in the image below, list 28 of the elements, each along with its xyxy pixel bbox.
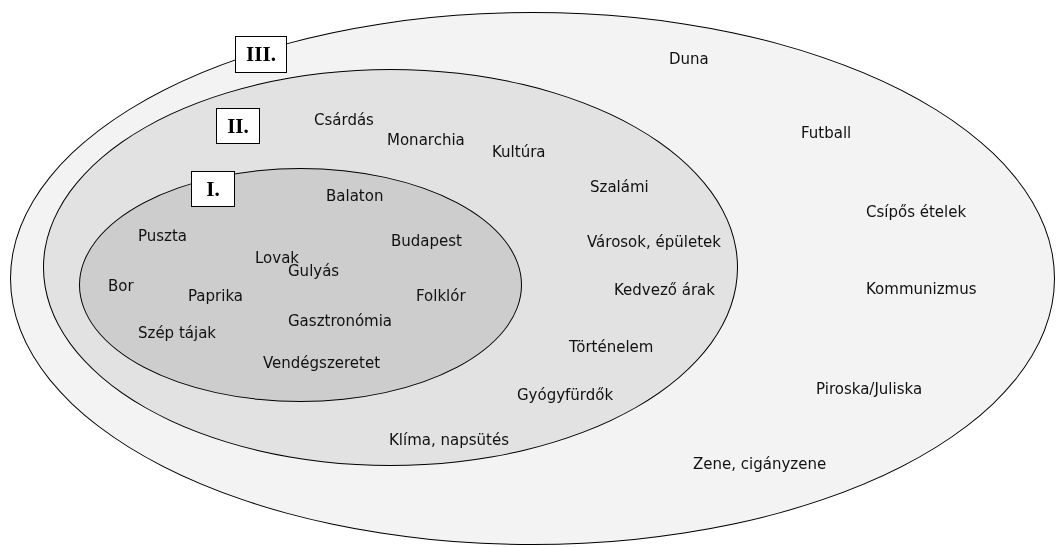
term-label: Duna bbox=[669, 50, 709, 68]
level-label: II. bbox=[216, 108, 260, 144]
term-label: Szép tájak bbox=[138, 324, 217, 342]
term-label: Kommunizmus bbox=[866, 280, 977, 298]
term-label: Csípős ételek bbox=[866, 203, 967, 221]
term-label: Piroska/Juliska bbox=[816, 380, 923, 398]
term-label: Puszta bbox=[138, 227, 188, 245]
term-label: Bor bbox=[108, 277, 134, 295]
level-label: I. bbox=[191, 171, 235, 207]
term-label: Monarchia bbox=[387, 131, 465, 149]
term-label: Budapest bbox=[391, 232, 462, 250]
term-label: Gasztronómia bbox=[288, 312, 393, 330]
term-label: Balaton bbox=[326, 187, 384, 205]
term-label: Szalámi bbox=[590, 178, 649, 196]
term-label: Folklór bbox=[416, 287, 466, 305]
term-label: Városok, épületek bbox=[587, 233, 721, 251]
level-label: III. bbox=[235, 36, 287, 73]
term-label: Zene, cigányzene bbox=[693, 455, 827, 473]
term-label: Kultúra bbox=[492, 143, 546, 161]
term-label: Paprika bbox=[188, 287, 244, 305]
term-label: Gulyás bbox=[288, 262, 340, 280]
term-label: Futball bbox=[801, 124, 852, 142]
term-label: Történelem bbox=[569, 338, 654, 356]
term-label: Csárdás bbox=[314, 111, 374, 129]
term-label: Klíma, napsütés bbox=[389, 431, 509, 449]
term-label: Vendégszeretet bbox=[263, 354, 381, 372]
term-label: Gyógyfürdők bbox=[517, 386, 614, 404]
term-label: Kedvező árak bbox=[614, 281, 715, 299]
